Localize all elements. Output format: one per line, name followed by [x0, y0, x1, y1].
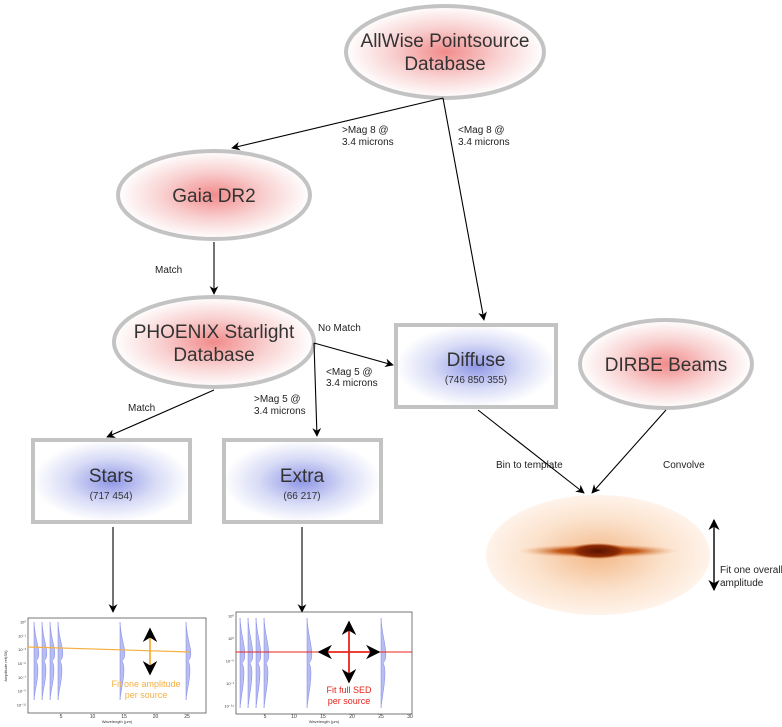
source-spectrum-4 [306, 617, 313, 709]
y-tick-label: 10⁻¹¹ [17, 703, 27, 708]
y-tick-label: 10⁻⁷ [18, 675, 27, 680]
label-phoenix-diffuse: No Match [318, 323, 361, 334]
label-phoenix-extra-lt-line2: 3.4 microns [326, 378, 378, 389]
left-ylabel: Amplitude ref(S/t) [3, 650, 8, 682]
dirbe-node: DIRBE Beams [578, 318, 754, 410]
x-tick-label: 10 [291, 714, 297, 720]
label-diffuse-template: Bin to template [496, 460, 563, 471]
phoenix-title-line2: Database [173, 345, 254, 366]
source-spectrum-3 [57, 621, 64, 701]
gaia-node: Gaia DR2 [116, 149, 312, 241]
left-xlabel: Wavelength (μm) [102, 719, 133, 724]
left-note-line2: per source [125, 690, 168, 700]
label-phoenix-extra-lt-line1: <Mag 5 @ [326, 367, 373, 378]
extra-node: Extra (66 217) [222, 438, 383, 524]
left-yticks: 10⁰ 10⁻¹ 10⁻³ 10⁻⁵ 10⁻⁷ 10⁻⁹ 10⁻¹¹ [17, 620, 27, 708]
x-tick-label: 30 [407, 714, 413, 720]
edges [106, 97, 667, 613]
left-amplitude-line [27, 646, 191, 653]
y-tick-label: 10⁻¹⁴ [224, 704, 234, 709]
x-tick-label: 10 [90, 714, 96, 720]
phoenix-node: PHOENIX Starlight Database [112, 295, 316, 389]
left-note-line1: Fit one amplitude [111, 679, 180, 689]
right-xticks: 5 10 15 20 25 30 [264, 714, 413, 720]
stars-node: Stars (717 454) [31, 438, 192, 524]
source-spectrum-0 [239, 617, 246, 709]
allwise-title-line2: Database [404, 54, 485, 75]
gaia-title: Gaia DR2 [172, 186, 255, 207]
label-phoenix-extra-gt-line1: >Mag 5 @ [254, 394, 301, 405]
y-tick-label: 10⁻⁶ [226, 659, 235, 664]
edge-allwise-diffuse [442, 97, 487, 321]
x-tick-label: 20 [153, 714, 159, 720]
left-source-spectra [33, 621, 192, 701]
label-phoenix-extra-gt-line2: 3.4 microns [254, 406, 306, 417]
edge-allwise-gaia [231, 97, 444, 151]
y-tick-label: 10⁻⁹ [18, 689, 27, 694]
edge-dirbe-template [591, 409, 667, 494]
allwise-node: AllWise Pointsource Database [344, 4, 546, 100]
edge-labels: >Mag 8 @ 3.4 microns <Mag 8 @ 3.4 micron… [128, 125, 705, 471]
source-spectrum-1 [41, 621, 48, 701]
source-spectrum-2 [49, 621, 56, 701]
diffuse-count: (746 850 355) [445, 375, 507, 386]
left-sed-plot: Fit one amplitude per source Amplitude r… [3, 617, 207, 724]
left-xticks: 5 10 15 20 25 [60, 714, 190, 720]
right-source-spectra [239, 617, 387, 709]
diffuse-title: Diffuse [447, 350, 506, 371]
extra-title: Extra [280, 466, 325, 487]
right-note-line2: per source [328, 696, 371, 706]
template-note-line2: amplitude [720, 578, 764, 589]
source-spectrum-0 [33, 621, 40, 701]
y-tick-label: 10⁰ [228, 636, 234, 641]
source-spectrum-5 [380, 617, 387, 709]
y-tick-label: 10⁻¹ [18, 633, 27, 638]
template-note-line1: Fit one overall [720, 565, 782, 576]
x-tick-label: 20 [349, 714, 355, 720]
label-phoenix-stars: Match [128, 403, 155, 414]
y-tick-label: 10⁻¹ [226, 681, 235, 686]
edge-phoenix-stars [106, 389, 215, 438]
y-tick-label: 10⁻⁵ [18, 661, 27, 666]
stars-count: (717 454) [90, 491, 133, 502]
x-tick-label: 25 [378, 714, 384, 720]
x-tick-label: 5 [264, 714, 267, 720]
stars-title: Stars [89, 466, 133, 487]
label-allwise-diffuse-line2: 3.4 microns [458, 137, 510, 148]
diffuse-template-map [486, 495, 710, 615]
x-tick-label: 5 [60, 714, 63, 720]
y-tick-label: 10⁻³ [18, 647, 27, 652]
source-spectrum-3 [263, 617, 270, 709]
x-tick-label: 15 [121, 714, 127, 720]
right-sed-plot: Fit full SED per source Wavelength (μm) … [224, 611, 413, 724]
right-yticks: 10⁰ 10⁰ 10⁻⁶ 10⁻¹ 10⁻¹⁴ [224, 614, 234, 709]
edge-phoenix-diffuse [313, 342, 394, 368]
source-spectrum-2 [255, 617, 262, 709]
x-tick-label: 15 [320, 714, 326, 720]
y-tick-label: 10⁰ [228, 614, 234, 619]
label-allwise-gaia-line1: >Mag 8 @ [342, 125, 389, 136]
dirbe-title: DIRBE Beams [605, 355, 727, 376]
x-tick-label: 25 [184, 714, 190, 720]
phoenix-title-line1: PHOENIX Starlight [134, 322, 295, 343]
extra-count: (66 217) [283, 491, 320, 502]
label-allwise-diffuse-line1: <Mag 8 @ [458, 125, 505, 136]
label-gaia-phoenix: Match [155, 265, 182, 276]
right-xlabel: Wavelength (μm) [309, 719, 340, 724]
edge-diffuse-template [477, 409, 585, 494]
edge-phoenix-extra [312, 342, 322, 437]
source-spectrum-5 [185, 621, 192, 701]
right-note-line1: Fit full SED [326, 685, 372, 695]
diffuse-node: Diffuse (746 850 355) [394, 323, 558, 409]
label-allwise-gaia-line2: 3.4 microns [342, 137, 394, 148]
allwise-title-line1: AllWise Pointsource [361, 31, 530, 52]
label-dirbe-template: Convolve [663, 460, 705, 471]
source-spectrum-4 [119, 621, 126, 701]
source-spectrum-1 [247, 617, 254, 709]
y-tick-label: 10⁰ [20, 620, 26, 625]
